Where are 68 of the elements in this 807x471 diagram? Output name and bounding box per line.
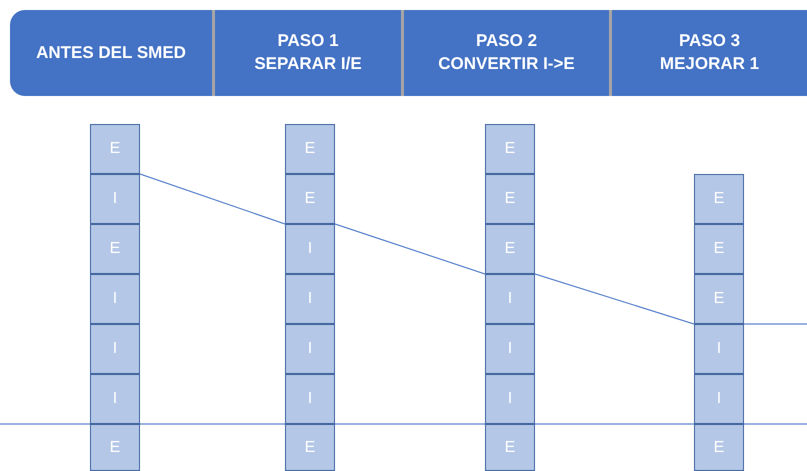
step-block	[285, 324, 335, 374]
block-label: I	[716, 340, 722, 358]
step-block	[485, 374, 535, 424]
block-label: E	[304, 438, 316, 456]
block-label: E	[504, 190, 516, 208]
connector-line	[140, 174, 286, 224]
step-block	[694, 274, 744, 324]
block-label: I	[508, 290, 512, 308]
block-label: E	[714, 290, 724, 308]
header-text: ANTES DEL SMED	[36, 42, 186, 64]
block-label: E	[714, 190, 724, 208]
block-label: E	[504, 438, 516, 456]
block-label: E	[110, 240, 120, 258]
step-block	[285, 424, 335, 471]
step-block	[485, 424, 535, 471]
connector-line	[334, 224, 486, 274]
step-block	[485, 224, 535, 274]
block-label: E	[304, 140, 316, 158]
header-cell	[401, 10, 609, 96]
header-cell	[10, 10, 212, 96]
header-text: PASO 1	[277, 30, 339, 52]
connector-line	[534, 274, 694, 324]
block-label: I	[508, 340, 512, 358]
block-label: I	[308, 240, 312, 258]
step-block	[90, 324, 140, 374]
header-text: MEJORAR 1	[660, 53, 760, 75]
block-label: I	[308, 340, 312, 358]
block-label: E	[504, 240, 516, 258]
step-block	[285, 174, 335, 224]
step-block	[90, 174, 140, 224]
step-block	[285, 274, 335, 324]
step-block	[285, 124, 335, 174]
header-text: SEPARAR I/E	[254, 53, 362, 75]
block-label: I	[308, 390, 312, 408]
block-label: I	[112, 190, 118, 208]
step-block	[285, 374, 335, 424]
step-block	[285, 224, 335, 274]
block-label: E	[110, 438, 120, 456]
header-text: PASO 3	[678, 30, 740, 52]
step-block	[694, 374, 744, 424]
step-block	[485, 124, 535, 174]
step-block	[694, 174, 744, 224]
block-label: E	[504, 140, 516, 158]
block-label: I	[716, 390, 722, 408]
block-label: I	[308, 290, 312, 308]
block-label: E	[304, 190, 316, 208]
step-block	[90, 224, 140, 274]
block-label: I	[112, 390, 118, 408]
header-cell	[212, 10, 401, 96]
step-block	[694, 424, 744, 471]
step-block	[485, 324, 535, 374]
block-label: E	[714, 438, 724, 456]
block-label: E	[110, 140, 120, 158]
step-block	[694, 224, 744, 274]
block-label: I	[112, 290, 118, 308]
step-block	[485, 174, 535, 224]
step-block	[485, 274, 535, 324]
header-cell	[609, 10, 807, 96]
block-label: I	[112, 340, 118, 358]
header-text: PASO 2	[476, 30, 538, 52]
header-text: CONVERTIR I->E	[438, 53, 575, 75]
step-block	[694, 324, 744, 374]
block-label: I	[508, 390, 512, 408]
step-block	[90, 274, 140, 324]
step-block	[90, 424, 140, 471]
step-block	[90, 374, 140, 424]
step-block	[90, 124, 140, 174]
block-label: E	[714, 240, 724, 258]
